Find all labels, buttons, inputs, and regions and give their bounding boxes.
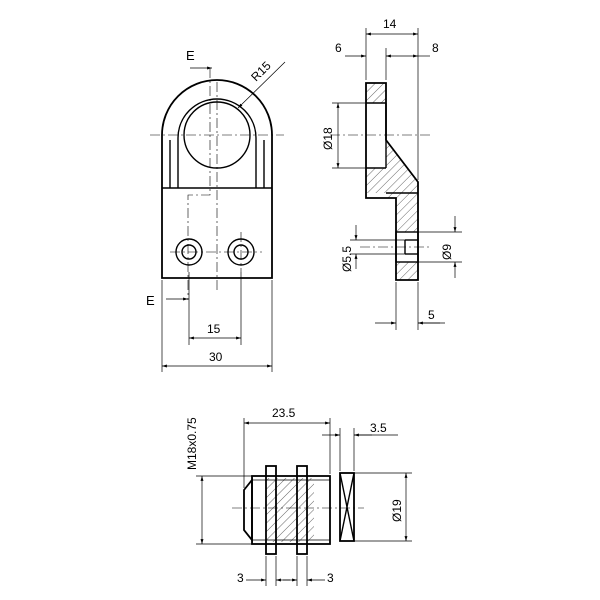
front-inner-arch	[177, 98, 257, 188]
fitting-washer	[339, 472, 355, 542]
side-left-part-label: 6	[335, 41, 342, 55]
section-label-top: E	[186, 48, 195, 63]
front-view: E E R15 15 30	[146, 48, 286, 372]
width-label: 30	[209, 350, 223, 364]
thread-label: M18x0.75	[185, 417, 199, 470]
fitting-body	[243, 477, 253, 543]
side-outline	[365, 82, 419, 281]
bore-diameter-label: Ø18	[321, 127, 335, 150]
section-line	[187, 68, 211, 300]
depth-label: 5	[428, 308, 435, 322]
nut-right-width-label: 3	[327, 571, 334, 585]
front-outline	[161, 79, 273, 279]
counterbore-diameter-label: Ø9	[440, 244, 454, 260]
side-hatch-bottom	[396, 262, 418, 280]
side-view: 14 6 8 Ø18 Ø5.5 Ø9 5	[321, 17, 462, 330]
washer-thickness-label: 3.5	[370, 421, 387, 435]
side-hatch-wedge	[386, 140, 418, 232]
fitting-threaded-body	[251, 475, 331, 545]
hole-spacing-label: 15	[207, 322, 221, 336]
nut-left	[265, 465, 277, 555]
nut-left-width-label: 3	[237, 571, 244, 585]
length-label: 23.5	[272, 406, 296, 420]
small-hole-label: Ø5.5	[340, 246, 354, 272]
fitting-knurl	[266, 478, 314, 542]
fitting-view: M18x0.75 23.5 3.5 Ø19 3 3	[185, 406, 412, 586]
nut-right	[296, 465, 308, 555]
side-width-label: 14	[383, 17, 397, 31]
washer-diag-2	[339, 472, 355, 542]
radius-label: R15	[248, 58, 274, 84]
section-label-bottom: E	[146, 293, 155, 308]
side-hatch-top	[366, 83, 386, 103]
diameter-label: Ø19	[390, 499, 404, 522]
radius-leader	[237, 61, 286, 109]
side-hatch-mid	[366, 168, 386, 193]
side-right-part-label: 8	[432, 41, 439, 55]
